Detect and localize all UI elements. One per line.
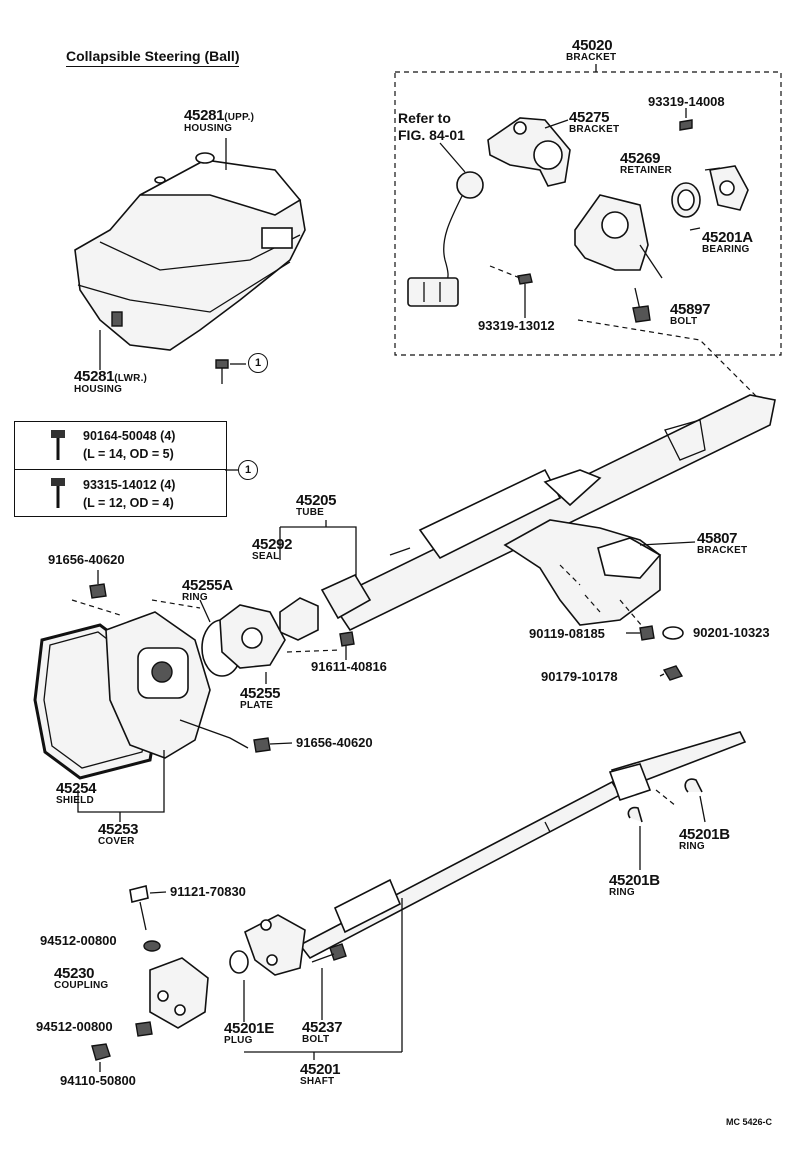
part-label-45201a[interactable]: 45201A BEARING <box>702 229 753 255</box>
part-label-45897[interactable]: 45897 BOLT <box>670 301 711 327</box>
bearing-bracket-illustration <box>574 165 749 279</box>
screw-callout-box: 90164-50048 (4) (L = 14, OD = 5) 93315-1… <box>14 421 227 517</box>
part-label-93319-14008[interactable]: 93319-14008 <box>648 94 725 109</box>
screw-icon <box>51 430 65 460</box>
part-label-45205[interactable]: 45205 TUBE <box>296 492 337 518</box>
part-label-94512-00800-upper[interactable]: 94512-00800 <box>40 933 117 948</box>
ring-45201b-lower <box>627 806 643 823</box>
part-label-45201b-lower[interactable]: 45201B RING <box>609 872 660 898</box>
group-to-tube-leader <box>577 319 761 401</box>
shield-cover-illustration <box>33 611 249 780</box>
bolt-45897-illustration <box>632 287 651 323</box>
refer-note-line1: Refer to <box>398 110 451 126</box>
part-label-45281-lower[interactable]: 45281(LWR.) HOUSING <box>74 368 148 395</box>
fasteners-right <box>619 599 684 681</box>
bracket-45807-illustration <box>503 519 696 626</box>
part-label-45292[interactable]: 45292 SEAL <box>252 536 293 562</box>
callout-part-1: 90164-50048 (4) <box>83 429 176 443</box>
callout-spec-2: (L = 12, OD = 4) <box>83 496 174 510</box>
callout-row-2: 93315-14012 (4) (L = 12, OD = 4) <box>15 469 226 517</box>
bolt-91611-illustration <box>339 631 355 660</box>
bolt-91656-lower <box>253 737 293 753</box>
part-label-45255a[interactable]: 45255A RING <box>182 577 233 603</box>
callout-marker-housing: 1 <box>248 353 268 373</box>
part-label-90179-10178[interactable]: 90179-10178 <box>541 669 618 684</box>
refer-note-line2: FIG. 84-01 <box>398 127 465 143</box>
switch-connector <box>407 142 484 307</box>
part-label-45255[interactable]: 45255 PLATE <box>240 685 281 711</box>
refer-note[interactable]: Refer to FIG. 84-01 <box>398 110 465 144</box>
callout-part-2: 93315-14012 (4) <box>83 478 176 492</box>
part-label-45269[interactable]: 45269 RETAINER <box>620 150 672 176</box>
shaft-45201-illustration <box>298 731 747 960</box>
figure-code: MC 5426-C <box>726 1117 773 1127</box>
part-label-45020[interactable]: 45020 BRACKET <box>566 37 617 63</box>
callout-spec-1: (L = 14, OD = 5) <box>83 447 174 461</box>
part-label-94110-50800[interactable]: 94110-50800 <box>60 1073 136 1088</box>
part-label-91121-70830[interactable]: 91121-70830 <box>170 884 246 899</box>
part-label-90119-08185[interactable]: 90119-08185 <box>529 626 605 641</box>
part-label-91611-40816[interactable]: 91611-40816 <box>311 659 387 674</box>
shaft-flange <box>244 914 306 976</box>
bolt-91656-upper <box>89 570 107 599</box>
part-label-94512-00800-lower[interactable]: 94512-00800 <box>36 1019 113 1034</box>
part-label-90201-10323[interactable]: 90201-10323 <box>693 625 770 640</box>
part-label-45254[interactable]: 45254 SHIELD <box>56 780 97 806</box>
housing-illustration <box>74 152 306 351</box>
ring-45201b-upper <box>684 778 703 793</box>
plate-45255-illustration <box>219 604 286 684</box>
nut-94110-illustration <box>91 1043 111 1061</box>
bolt-45237-illustration <box>311 943 347 963</box>
part-label-45237[interactable]: 45237 BOLT <box>302 1019 343 1045</box>
callout-row-1: 90164-50048 (4) (L = 14, OD = 5) <box>15 422 226 469</box>
part-label-45230[interactable]: 45230 COUPLING <box>54 965 109 991</box>
plug-45201e-illustration <box>229 950 249 974</box>
part-label-91656-40620-lower[interactable]: 91656-40620 <box>296 735 373 750</box>
bracket-45275-illustration <box>487 117 571 187</box>
part-label-45201e[interactable]: 45201E PLUG <box>224 1020 274 1046</box>
part-label-91656-40620-upper[interactable]: 91656-40620 <box>48 552 125 567</box>
coupling-45230-illustration <box>135 940 209 1037</box>
part-label-45807[interactable]: 45807 BRACKET <box>697 530 748 556</box>
callout-marker-box: 1 <box>238 460 258 480</box>
seal-45292-illustration <box>279 573 372 641</box>
screw-icon <box>51 478 65 508</box>
housing-screw <box>215 359 246 384</box>
tube-45205-illustration <box>328 394 776 632</box>
part-label-45253[interactable]: 45253 COVER <box>98 821 139 847</box>
part-label-45201[interactable]: 45201 SHAFT <box>300 1061 341 1087</box>
part-label-45201b-upper[interactable]: 45201B RING <box>679 826 730 852</box>
part-label-45275[interactable]: 45275 BRACKET <box>569 109 620 135</box>
bolt-91121-illustration <box>129 885 167 931</box>
group-box-screws <box>489 108 693 318</box>
part-label-45281-upper[interactable]: 45281(UPP.) HOUSING <box>184 107 255 134</box>
part-label-93319-13012[interactable]: 93319-13012 <box>478 318 555 333</box>
bracket-assembly-group-box <box>394 71 782 356</box>
diagram-title: Collapsible Steering (Ball) <box>66 48 240 67</box>
